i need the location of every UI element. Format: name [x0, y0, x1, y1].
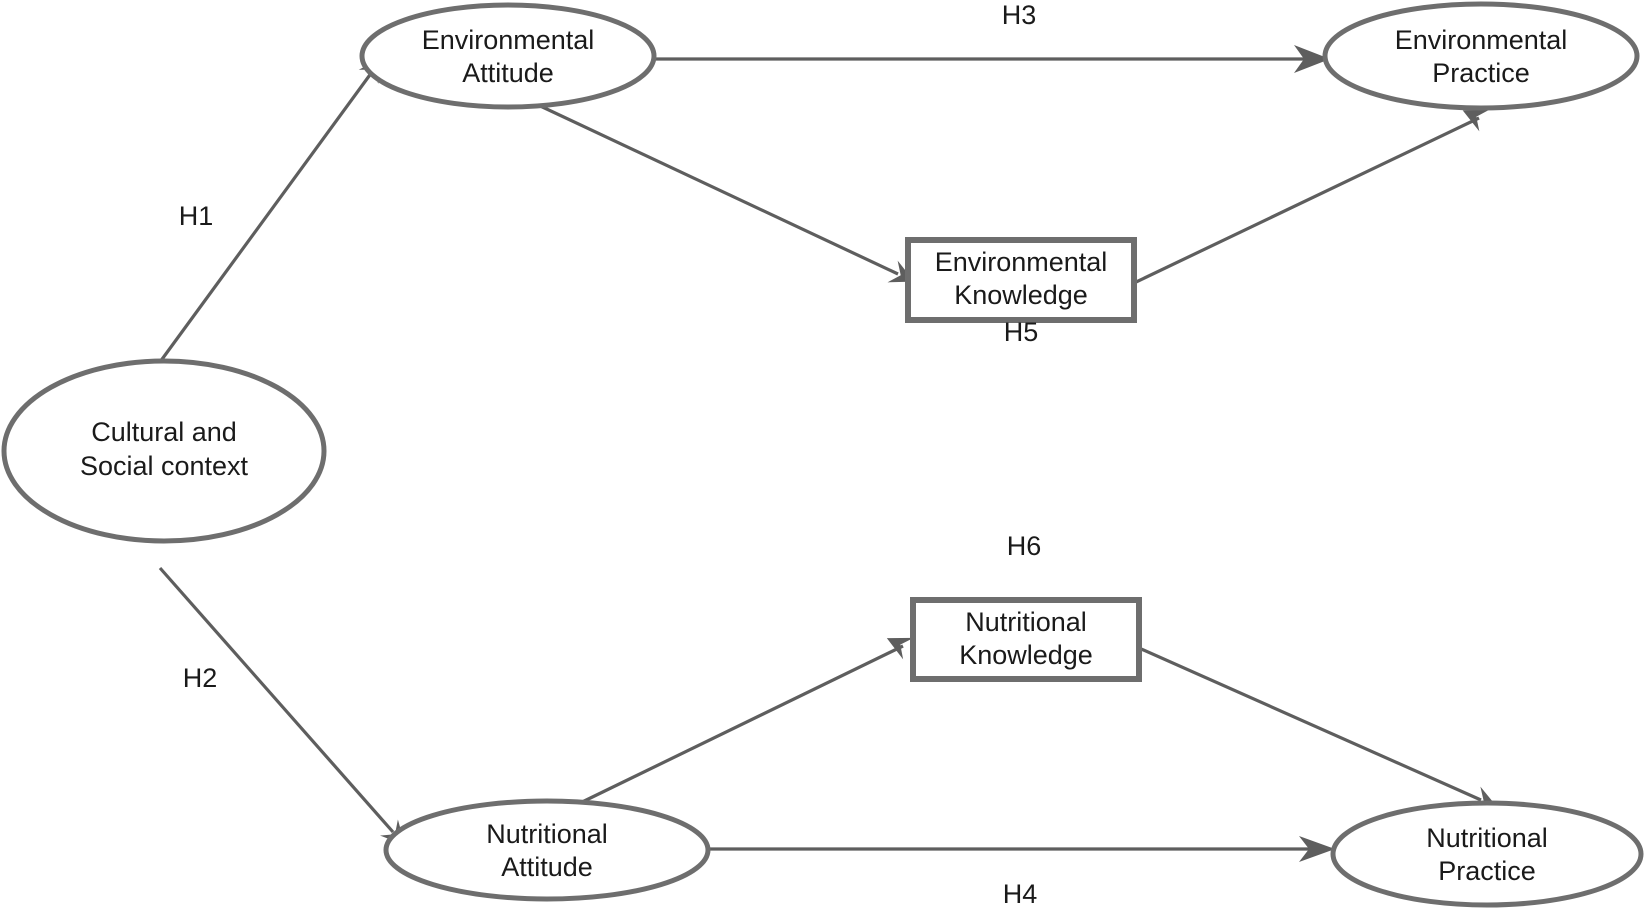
- nutritional-attitude-label-line2: Attitude: [501, 852, 593, 882]
- edge-h6-arrowhead: [886, 637, 914, 660]
- edge-h6-line: [575, 644, 904, 807]
- node-nutritional-attitude[interactable]: Nutritional Attitude: [383, 798, 711, 902]
- edge-h5-line: [1133, 116, 1480, 285]
- node-nutritional-knowledge[interactable]: Nutritional Knowledge: [910, 597, 1142, 682]
- nutritional-practice-label-line2: Practice: [1438, 856, 1536, 886]
- hypothesis-label-h3: H3: [1002, 0, 1037, 30]
- edge-nk-np-line: [1138, 646, 1482, 802]
- edge-h5: [1133, 109, 1490, 285]
- environmental-attitude-label-line2: Attitude: [462, 58, 554, 88]
- node-cultural-social-context[interactable]: Cultural and Social context: [1, 358, 327, 544]
- node-environmental-attitude[interactable]: Environmental Attitude: [359, 2, 657, 110]
- node-environmental-practice[interactable]: Environmental Practice: [1322, 1, 1640, 111]
- cultural-social-context-label-line1: Cultural and: [91, 417, 237, 447]
- node-nutritional-practice[interactable]: Nutritional Practice: [1330, 800, 1644, 908]
- nutritional-attitude-label-line1: Nutritional: [486, 819, 608, 849]
- edge-nutritional-knowledge-to-practice: [1138, 646, 1498, 809]
- environmental-attitude-label-line1: Environmental: [422, 25, 595, 55]
- edge-h2: [158, 566, 406, 846]
- nutritional-practice-label-line1: Nutritional: [1426, 823, 1548, 853]
- hypothesis-label-h2: H2: [183, 663, 218, 693]
- edge-h2-line: [158, 566, 395, 834]
- edge-ea-ek-line: [535, 102, 899, 276]
- edge-h5-arrowhead: [1462, 109, 1490, 132]
- edge-h6: [575, 637, 914, 807]
- edge-h3-arrowhead: [1294, 45, 1330, 73]
- environmental-knowledge-label-line1: Environmental: [935, 247, 1108, 277]
- hypothesis-label-h5: H5: [1004, 317, 1039, 347]
- environmental-knowledge-rect[interactable]: [905, 237, 1137, 323]
- nutritional-knowledge-label-line1: Nutritional: [965, 607, 1087, 637]
- node-environmental-knowledge[interactable]: Environmental Knowledge: [905, 237, 1137, 323]
- environmental-practice-label-line2: Practice: [1432, 58, 1530, 88]
- hypothesis-label-h4: H4: [1003, 879, 1038, 909]
- edge-h3: [656, 45, 1330, 73]
- edge-h1-line: [158, 71, 374, 363]
- hypothesis-label-h6: H6: [1007, 531, 1042, 561]
- edge-h4: [706, 836, 1335, 862]
- cultural-social-context-label-line2: Social context: [80, 451, 249, 481]
- nutritional-practice-ellipse[interactable]: [1330, 800, 1644, 908]
- environmental-attitude-ellipse[interactable]: [359, 2, 657, 110]
- nutritional-knowledge-label-line2: Knowledge: [959, 640, 1093, 670]
- environmental-practice-label-line1: Environmental: [1395, 25, 1568, 55]
- environmental-practice-ellipse[interactable]: [1322, 1, 1640, 111]
- edge-environmental-attitude-to-knowledge: [535, 102, 915, 283]
- hypothesis-label-h1: H1: [179, 201, 214, 231]
- edge-h4-arrowhead: [1299, 836, 1335, 862]
- nutritional-attitude-ellipse[interactable]: [383, 798, 711, 902]
- environmental-knowledge-label-line2: Knowledge: [954, 280, 1088, 310]
- cultural-social-context-ellipse[interactable]: [1, 358, 327, 544]
- nutritional-knowledge-rect[interactable]: [910, 597, 1142, 682]
